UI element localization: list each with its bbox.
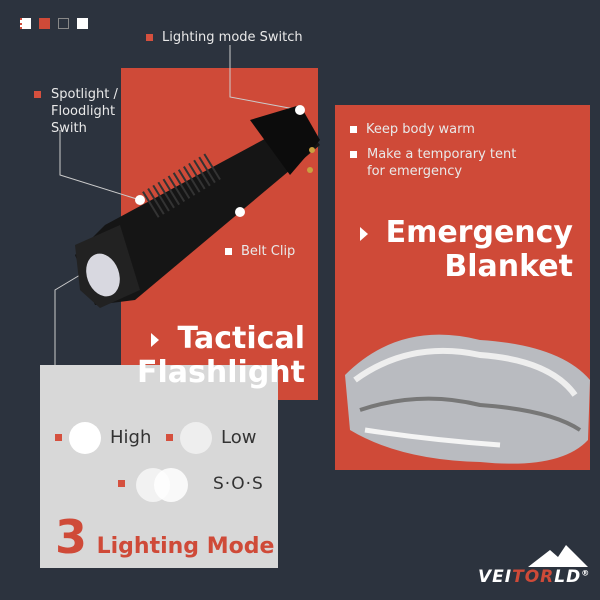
callout-belt-clip: Belt Clip — [225, 243, 295, 260]
lighting-mode-panel — [40, 365, 278, 568]
high-light-icon — [69, 422, 101, 454]
emergency-blanket-image — [345, 334, 590, 464]
mountain-icon — [528, 545, 588, 567]
blanket-feature: Keep body warm — [350, 121, 475, 138]
notebook-icon — [20, 18, 31, 29]
lighting-mode-title: 3 Lighting Mode — [55, 510, 275, 564]
blanket-feature: Make a temporary tent for emergency — [350, 146, 516, 180]
low-light-icon — [180, 422, 212, 454]
top-icons — [20, 14, 91, 33]
hammer-icon — [77, 18, 89, 29]
knife-icon — [58, 18, 70, 29]
hammer-icon — [39, 18, 51, 29]
callout-mode-switch: Lighting mode Switch — [146, 29, 303, 46]
flashlight-image — [75, 105, 320, 308]
callout-spotlight: Spotlight / Floodlight Swith — [34, 86, 118, 137]
